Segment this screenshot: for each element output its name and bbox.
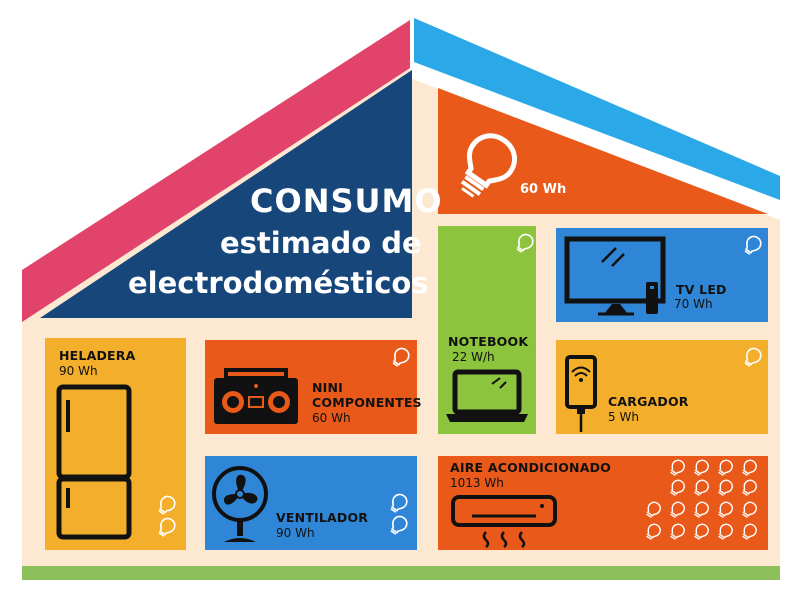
- heladera-value: 90 Wh: [59, 364, 98, 378]
- small-bulb-icon: [744, 347, 762, 367]
- nini-label-2: COMPONENTES: [312, 395, 422, 410]
- title-line1: CONSUMO: [250, 182, 443, 220]
- title-panel: [40, 70, 412, 318]
- boombox-icon: [214, 368, 298, 424]
- nini-value: 60 Wh: [312, 411, 351, 425]
- small-bulb-icon: [392, 347, 410, 367]
- phone-charger-icon: [565, 355, 597, 432]
- refrigerator-icon: [56, 384, 132, 540]
- ventilador-value: 90 Wh: [276, 526, 315, 540]
- ground: [22, 566, 780, 580]
- small-bulb-icon: [390, 515, 408, 535]
- notebook-value: 22 W/h: [452, 350, 495, 364]
- cargador-value: 5 Wh: [608, 410, 639, 424]
- light-bulb-icon: [460, 133, 517, 198]
- card-aire: [438, 456, 768, 550]
- ventilador-label: VENTILADOR: [276, 510, 369, 525]
- nini-label-1: NINI: [312, 380, 344, 395]
- fan-icon: [212, 466, 268, 542]
- small-bulb-icon: [744, 235, 762, 255]
- tv-label: TV LED: [676, 282, 727, 297]
- attic-panel: [438, 88, 768, 214]
- attic-bulb-value: 60 Wh: [520, 182, 567, 197]
- small-bulb-icon: [158, 517, 176, 537]
- aire-label: AIRE ACONDICIONADO: [450, 460, 611, 475]
- aire-value: 1013 Wh: [450, 476, 504, 490]
- bulb-grid-icon: [643, 457, 760, 542]
- tv-value: 70 Wh: [674, 297, 713, 311]
- small-bulb-icon: [390, 493, 408, 513]
- notebook-label: NOTEBOOK: [448, 334, 529, 349]
- small-bulb-icon: [516, 233, 534, 253]
- card-heladera: [45, 338, 186, 550]
- title-line3: electrodomésticos: [128, 266, 429, 300]
- laptop-icon: [446, 369, 528, 422]
- heladera-label: HELADERA: [59, 348, 136, 363]
- air-conditioner-icon: [451, 495, 557, 548]
- cargador-label: CARGADOR: [608, 394, 689, 409]
- television-icon: [564, 236, 666, 316]
- title-line2: estimado de: [220, 226, 422, 260]
- small-bulb-icon: [158, 495, 176, 515]
- roof-left: [22, 20, 410, 322]
- roof-right: [414, 18, 780, 200]
